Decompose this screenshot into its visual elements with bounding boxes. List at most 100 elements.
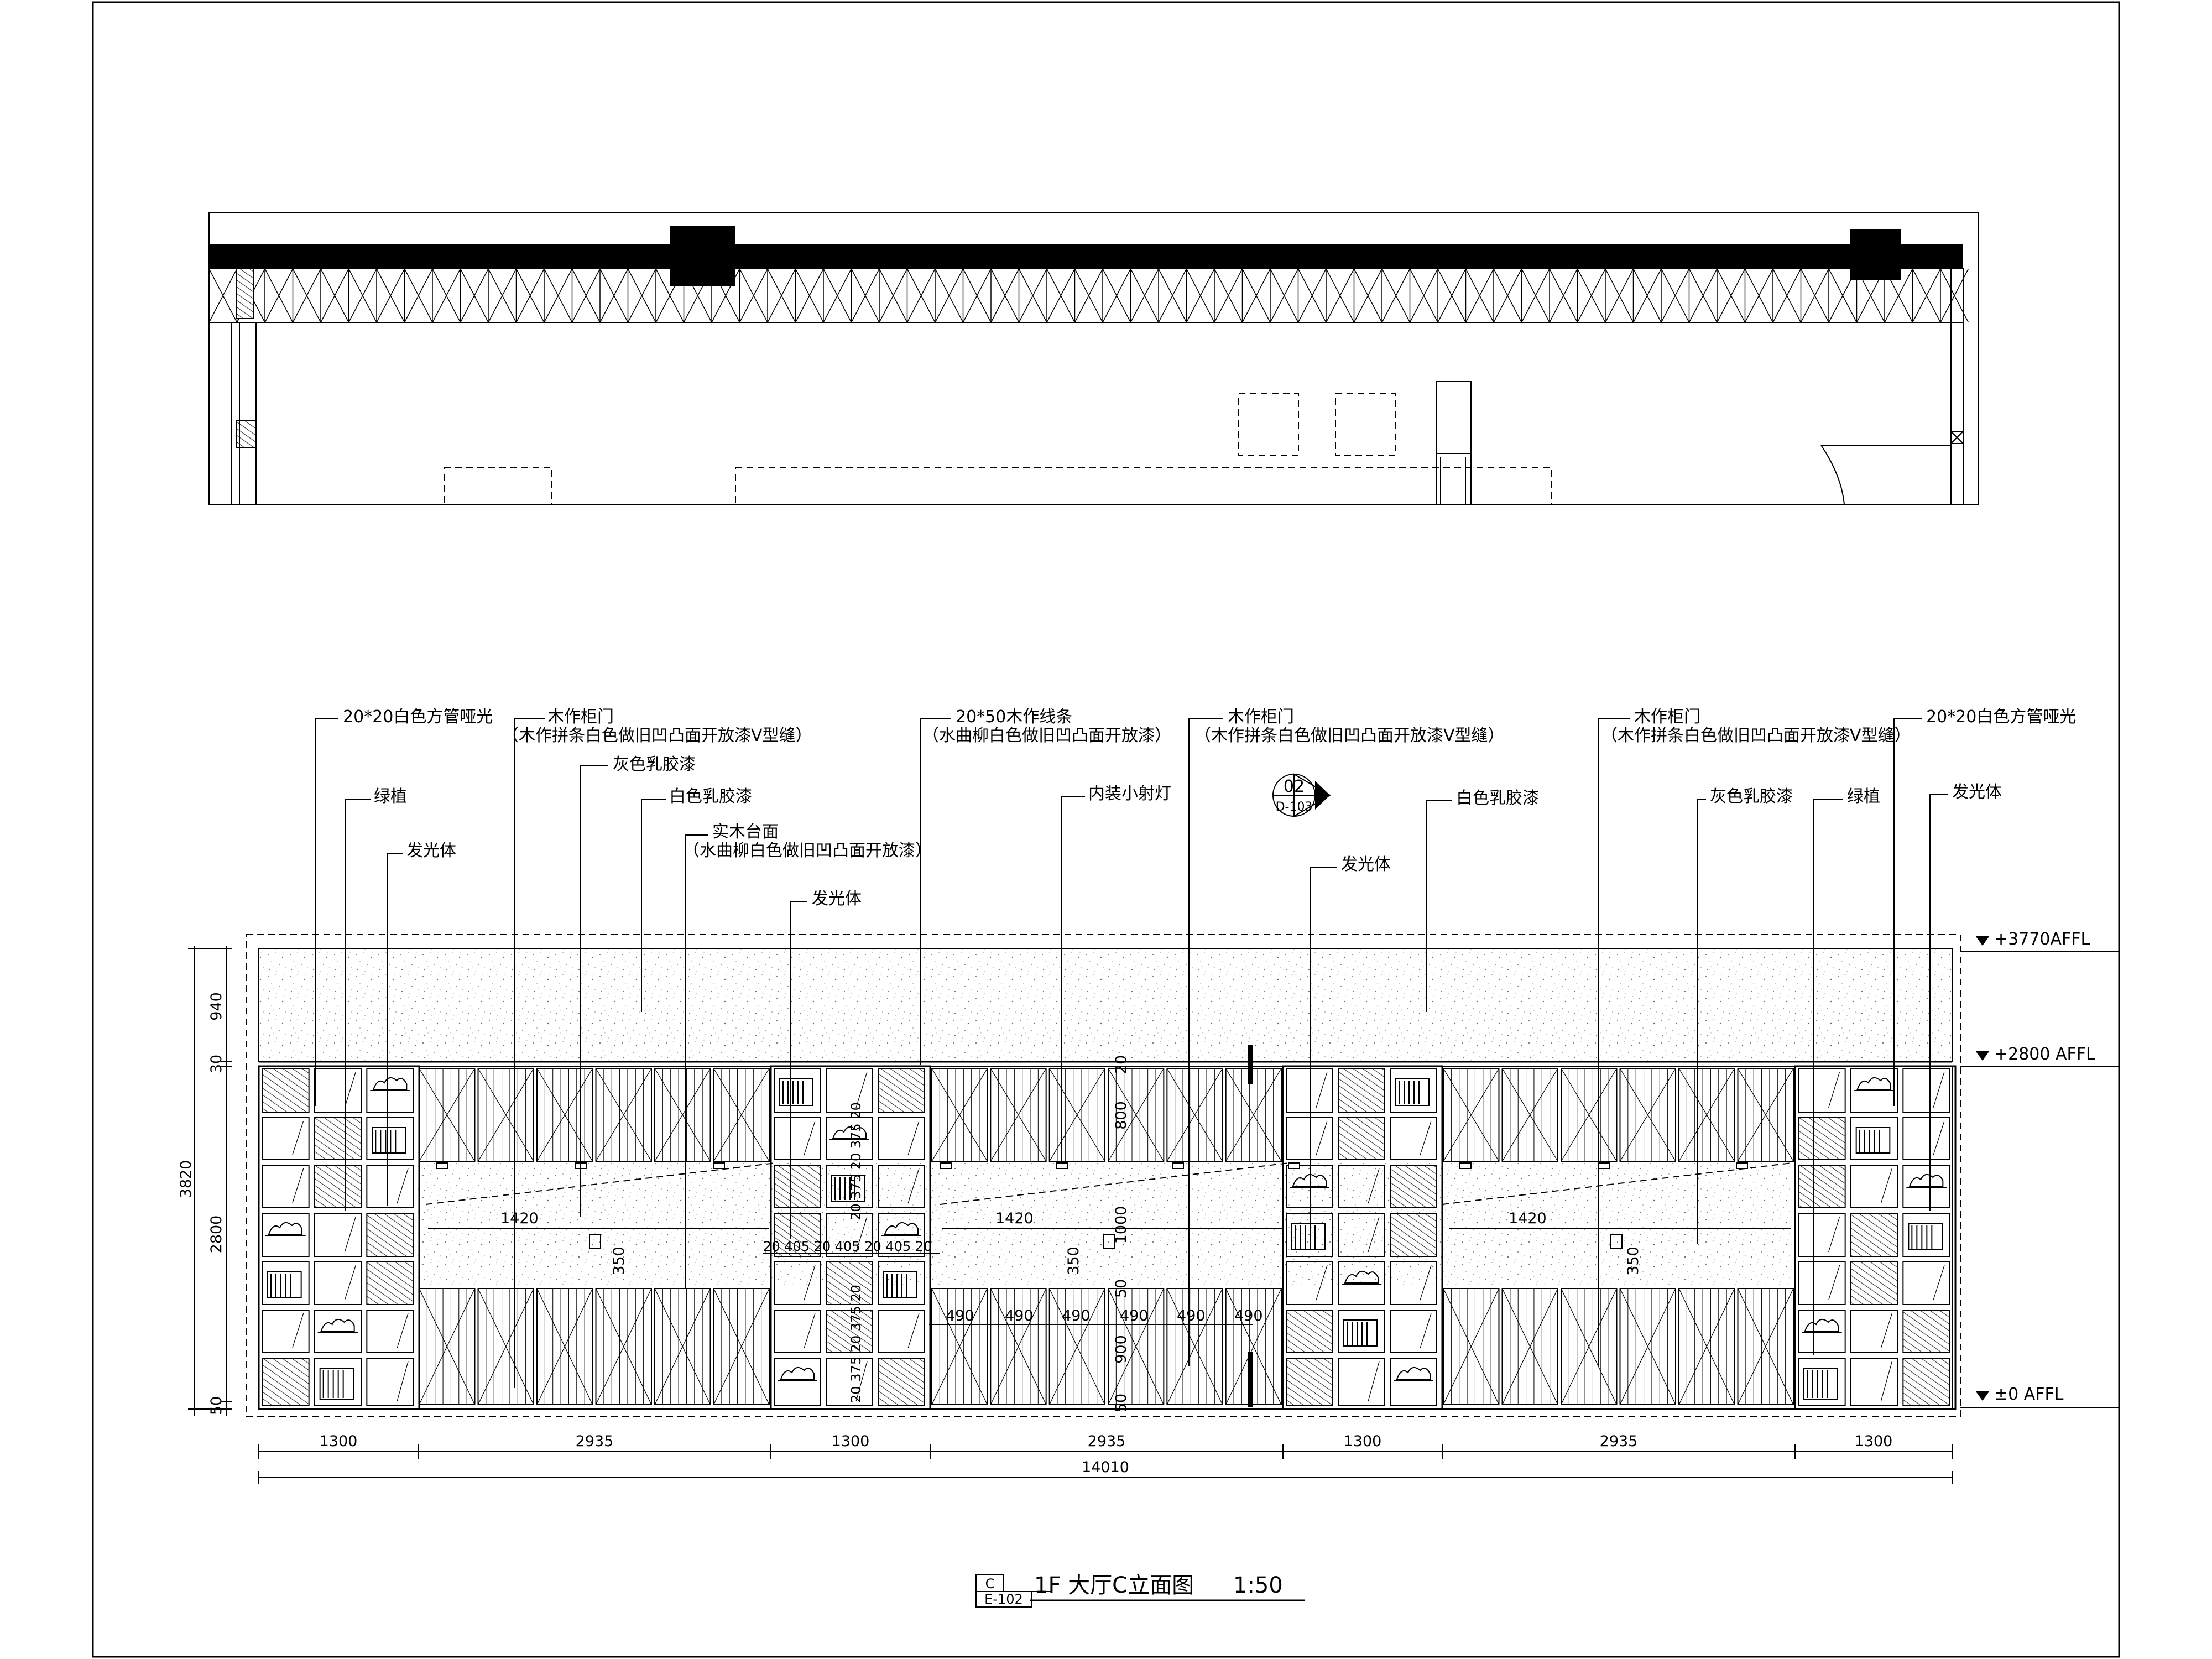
shelf-cubby [314,1117,362,1160]
cabinet-door [1619,1288,1676,1405]
shelf-cubby [314,1261,362,1305]
elevation [246,934,1961,1417]
plant-icon [268,1222,302,1235]
dimension-label: 1300 [832,1433,870,1450]
callout-label: （木作拼条白色做旧凹凸面开放漆V型缝） [1601,726,1911,745]
plant-icon [1804,1318,1839,1332]
shelf-cubby [1902,1165,1950,1208]
dimension-label: 490 [1234,1307,1263,1324]
shelf-cubby [1286,1117,1333,1160]
shelf-cubby [826,1261,873,1305]
callout-label: 木作柜门 [1228,707,1294,727]
cabinet-door [1619,1068,1676,1162]
shelf-cubby [878,1165,925,1208]
shelf-cubby [1798,1261,1846,1305]
spotlight-icon [436,1162,448,1169]
shelf-cubby [826,1310,873,1353]
spotlight-icon [1056,1162,1068,1169]
books-icon [1855,1127,1891,1154]
callout-label: （水曲柳白色做旧凹凸面开放漆） [683,841,932,860]
shelf-cubby [1338,1213,1385,1257]
plant-icon [320,1318,355,1332]
shelf-cubby [262,1068,310,1113]
shelf-cubby [878,1261,925,1305]
shelf-cubby [1850,1165,1898,1208]
cabinet-door [536,1288,593,1405]
shelf-cubby [1902,1358,1950,1406]
spotlight-icon [713,1162,725,1169]
shelf-cubby [1798,1117,1846,1160]
title-id: C [985,1576,995,1592]
dimension-label: 490 [1177,1307,1206,1324]
cabinet-door [536,1068,593,1162]
shelf-cubby [366,1117,414,1160]
shelf-cubby [262,1117,310,1160]
overall-dimension: 14010 [1082,1459,1129,1476]
dimension-label: 350 [611,1246,628,1275]
plan-view [208,212,1979,505]
shelf-cubby [1390,1165,1437,1208]
shelf-cubby [314,1068,362,1113]
cabinet-door [990,1288,1047,1405]
shelf-cubby [878,1310,925,1353]
upper-wall-white-latex [258,948,1953,1062]
dimension-label: 50 [208,1396,225,1415]
shelf-cubby [1850,1117,1898,1160]
cabinet-door [1048,1288,1105,1405]
cabinet-door [1443,1068,1500,1162]
title-ref: E-102 [984,1592,1023,1607]
shelf-cubby [1286,1261,1333,1305]
shelf-cubby [1850,1261,1898,1305]
books-icon [883,1271,917,1298]
dimension-label: 50 [1113,1279,1130,1298]
callout-label: 白色乳胶漆 [669,787,752,806]
callout-label: 木作柜门 [547,707,614,727]
back-panel-grey-latex [417,1163,1795,1285]
shelf-cubby [774,1117,821,1160]
cabinet-door [419,1288,476,1405]
shelf-cubby [1286,1068,1333,1113]
cabinet-door [1561,1288,1618,1405]
dimension-label: 20 405 20 405 20 405 20 [763,1239,932,1254]
dimension-label: 1420 [1509,1210,1547,1227]
shelf-cubby [1390,1261,1437,1305]
dimension-label: 350 [1625,1246,1642,1275]
dimension-label: 20 [1113,1055,1130,1074]
callout-leaders [315,718,1948,1388]
shelf-cubby [1902,1213,1950,1257]
cabinet-door [1737,1288,1794,1405]
cabinet-door [1166,1068,1223,1162]
dimension-label: 1420 [500,1210,539,1227]
shelf-cubby [366,1261,414,1305]
shelf-cubby [774,1165,821,1208]
callout-label: （木作拼条白色做旧凹凸面开放漆V型缝） [502,726,812,745]
callout-label: 白色乳胶漆 [1456,789,1539,808]
section-callout-ref: D-103 [1276,800,1313,814]
shelf-cubby [1850,1310,1898,1353]
dimension-label: 2935 [1088,1433,1126,1450]
cabinet-door [1561,1068,1618,1162]
books-icon [1908,1223,1943,1250]
shelf-cubby [878,1117,925,1160]
level-label: ±0 AFFL [1994,1385,2064,1404]
cabinet-door [1678,1288,1735,1405]
spotlight-icon [1459,1162,1472,1169]
shelf-cubby [1902,1068,1950,1113]
shelf-cubby [1798,1358,1846,1406]
cabinet-door [1108,1068,1165,1162]
books-icon [831,1175,865,1202]
shelf-cubby [826,1358,873,1406]
shelf-cubby [826,1213,873,1257]
dimension-label: 1300 [320,1433,358,1450]
shelf-cubby [1390,1310,1437,1353]
shelf-cubby [262,1213,310,1257]
shelf-cubby [1338,1068,1385,1113]
shelf-cubby [1286,1358,1333,1406]
cabinet-door [419,1068,476,1162]
vertical-dimensions: 940 30 2800 50 3820 [178,946,232,1416]
shelf-cubby [262,1165,310,1208]
level-label: +3770AFFL [1994,930,2090,949]
books-icon [779,1078,813,1106]
